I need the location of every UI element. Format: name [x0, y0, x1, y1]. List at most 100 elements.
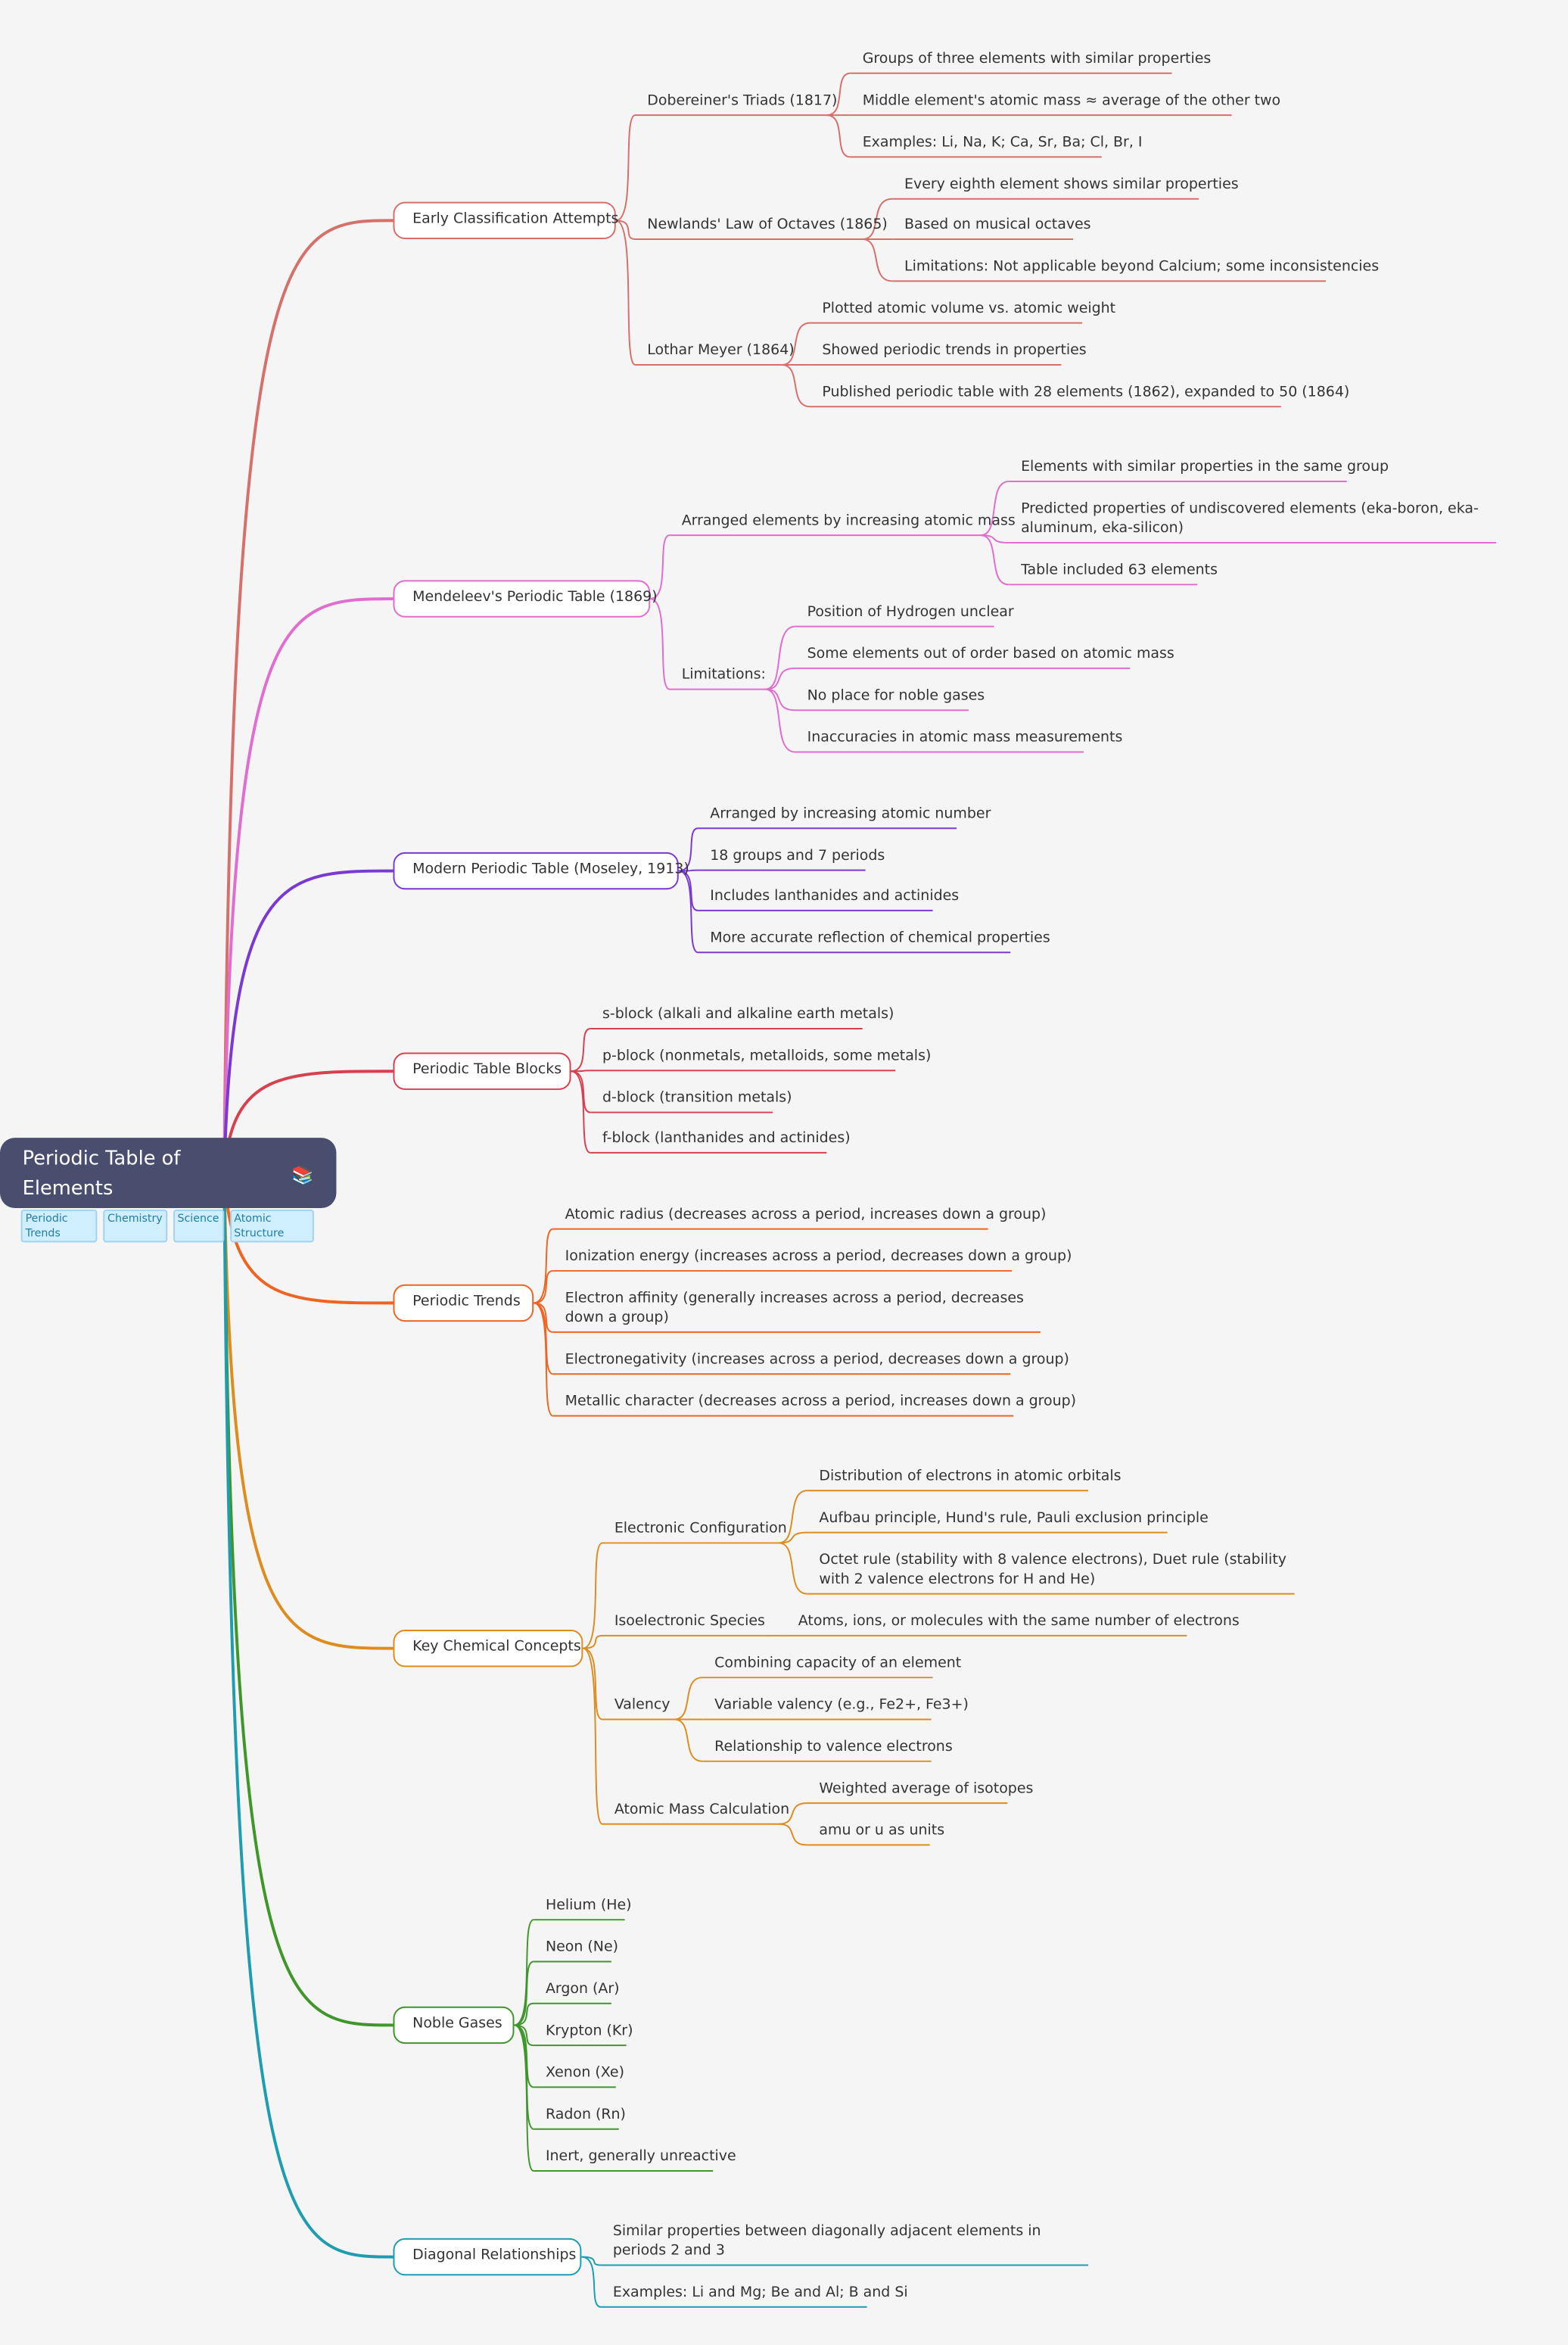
leaf-node[interactable]: Argon (Ar)	[545, 1981, 620, 1998]
leaf-node[interactable]: Atoms, ions, or molecules with the same …	[798, 1613, 1240, 1630]
root-branch-connector	[222, 1173, 394, 2259]
leaf-node[interactable]: Electronegativity (increases across a pe…	[565, 1351, 1069, 1369]
tag-science[interactable]: Science	[173, 1209, 224, 1243]
leaf-node[interactable]: 18 groups and 7 periods	[710, 847, 885, 864]
child-connector	[862, 198, 893, 241]
topic-isoelectronic-species[interactable]: Isoelectronic Species	[614, 1613, 765, 1630]
leaf-node[interactable]: Predicted properties of undiscovered ele…	[1021, 500, 1479, 537]
child-connector	[649, 598, 670, 690]
leaf-node[interactable]: Every eighth element shows similar prope…	[904, 176, 1239, 193]
branch-periodic-trends[interactable]: Periodic Trends	[393, 1284, 534, 1322]
leaf-node[interactable]: Based on musical octaves	[904, 216, 1091, 234]
topic-mendeleev-limitations[interactable]: Limitations:	[681, 666, 766, 684]
child-connector	[862, 238, 893, 282]
child-connector	[674, 1677, 703, 1721]
leaf-node[interactable]: s-block (alkali and alkaline earth metal…	[602, 1006, 894, 1023]
leaf-node[interactable]: f-block (lanthanides and actinides)	[602, 1130, 851, 1147]
child-connector	[765, 688, 795, 753]
root-tags: Periodic Trends Chemistry Science Atomic…	[20, 1209, 314, 1243]
child-connector	[583, 1634, 603, 1649]
child-connector	[581, 2256, 602, 2308]
child-connector	[533, 1302, 554, 1417]
leaf-node[interactable]: Aufbau principle, Hund's rule, Pauli exc…	[819, 1509, 1209, 1527]
leaf-node[interactable]: Arranged by increasing atomic number	[710, 805, 991, 823]
leaf-node[interactable]: Krypton (Kr)	[545, 2023, 633, 2040]
child-connector	[779, 1531, 807, 1544]
leaf-node[interactable]: Some elements out of order based on atom…	[807, 646, 1174, 663]
tag-periodic-trends[interactable]: Periodic Trends	[20, 1209, 98, 1243]
child-connector	[533, 1228, 554, 1304]
leaf-node[interactable]: Inert, generally unreactive	[545, 2148, 736, 2166]
leaf-node[interactable]: Electron affinity (generally increases a…	[565, 1290, 1024, 1327]
leaf-node[interactable]: Distribution of electrons in atomic orbi…	[819, 1468, 1122, 1485]
branch-diagonal-relationships[interactable]: Diagonal Relationships	[393, 2238, 582, 2276]
branch-noble-gases[interactable]: Noble Gases	[393, 2006, 515, 2044]
topic-mendeleev-arranged[interactable]: Arranged elements by increasing atomic m…	[681, 512, 1016, 530]
branch-key-chemical-concepts[interactable]: Key Chemical Concepts	[393, 1629, 583, 1668]
leaf-node[interactable]: Groups of three elements with similar pr…	[862, 51, 1212, 67]
leaf-node[interactable]: Position of Hydrogen unclear	[807, 603, 1014, 621]
branch-periodic-table-blocks[interactable]: Periodic Table Blocks	[393, 1052, 571, 1090]
topic-dobereiner[interactable]: Dobereiner's Triads (1817)	[647, 92, 838, 110]
root-branch-connector	[222, 219, 394, 1174]
leaf-node[interactable]: Ionization energy (increases across a pe…	[565, 1248, 1072, 1266]
child-connector	[581, 2256, 602, 2266]
leaf-node[interactable]: No place for noble gases	[807, 687, 985, 705]
child-connector	[650, 534, 670, 600]
leaf-node[interactable]: Radon (Rn)	[545, 2107, 626, 2123]
child-connector	[980, 534, 1010, 543]
child-connector	[781, 363, 810, 408]
leaf-node[interactable]: Elements with similar properties in the …	[1021, 459, 1389, 476]
topic-newlands[interactable]: Newlands' Law of Octaves (1865)	[647, 216, 888, 234]
leaf-node[interactable]: Octet rule (stability with 8 valence ele…	[819, 1552, 1286, 1588]
child-connector	[678, 827, 698, 872]
leaf-node[interactable]: Relationship to valence electrons	[714, 1739, 953, 1755]
root-node[interactable]: Periodic Table of Elements 📚 Periodic Tr…	[0, 1138, 337, 1243]
leaf-node[interactable]: d-block (transition metals)	[602, 1089, 792, 1107]
leaf-node[interactable]: amu or u as units	[819, 1822, 945, 1839]
leaf-node[interactable]: Metallic character (decreases across a p…	[565, 1393, 1077, 1410]
leaf-node[interactable]: Table included 63 elements	[1021, 562, 1218, 579]
leaf-node[interactable]: Limitations: Not applicable beyond Calci…	[904, 258, 1380, 276]
leaf-node[interactable]: Examples: Li and Mg; Be and Al; B and Si	[612, 2284, 908, 2301]
leaf-node[interactable]: Examples: Li, Na, K; Ca, Sr, Ba; Cl, Br,…	[862, 134, 1143, 151]
leaf-node[interactable]: Weighted average of isotopes	[819, 1780, 1034, 1798]
child-connector	[514, 2002, 534, 2026]
child-connector	[980, 481, 1010, 537]
child-connector	[514, 1919, 534, 2026]
topic-electronic-configuration[interactable]: Electronic Configuration	[614, 1520, 787, 1537]
child-connector	[615, 114, 636, 222]
branch-modern-periodic-table[interactable]: Modern Periodic Table (Moseley, 1913)	[393, 852, 689, 890]
child-connector	[765, 625, 795, 690]
branch-mendeleev[interactable]: Mendeleev's Periodic Table (1869)	[393, 580, 658, 618]
leaf-node[interactable]: Plotted atomic volume vs. atomic weight	[822, 301, 1116, 317]
tag-atomic-structure[interactable]: Atomic Structure	[229, 1209, 314, 1243]
root-title: Periodic Table of Elements	[22, 1148, 181, 1201]
leaf-node[interactable]: Includes lanthanides and actinides	[710, 888, 960, 905]
leaf-node[interactable]: Middle element's atomic mass ≈ average o…	[862, 92, 1281, 110]
leaf-node[interactable]: Neon (Ne)	[545, 1939, 619, 1956]
child-connector	[678, 870, 698, 954]
topic-atomic-mass-calculation[interactable]: Atomic Mass Calculation	[614, 1802, 790, 1818]
child-connector	[571, 1070, 591, 1073]
leaf-node[interactable]: More accurate reflection of chemical pro…	[710, 930, 1050, 947]
leaf-node[interactable]: Combining capacity of an element	[714, 1655, 962, 1672]
leaf-node[interactable]: Variable valency (e.g., Fe2+, Fe3+)	[714, 1696, 969, 1714]
tag-chemistry[interactable]: Chemistry	[103, 1209, 167, 1243]
child-connector	[583, 1647, 603, 1721]
leaf-node[interactable]: Helium (He)	[545, 1897, 632, 1914]
child-connector	[514, 2024, 534, 2088]
leaf-node[interactable]: Xenon (Xe)	[545, 2064, 624, 2082]
leaf-node[interactable]: Showed periodic trends in properties	[822, 342, 1087, 360]
child-connector	[615, 220, 636, 366]
leaf-node[interactable]: Similar properties between diagonally ad…	[612, 2223, 1041, 2259]
child-connector	[826, 114, 851, 158]
topic-valency[interactable]: Valency	[614, 1696, 670, 1714]
leaf-node[interactable]: Published periodic table with 28 element…	[822, 384, 1350, 401]
branch-early-classification[interactable]: Early Classification Attempts	[393, 201, 618, 240]
root-branch-connector	[222, 869, 394, 1174]
leaf-node[interactable]: Inaccuracies in atomic mass measurements	[807, 729, 1123, 746]
leaf-node[interactable]: p-block (nonmetals, metalloids, some met…	[602, 1048, 932, 1065]
leaf-node[interactable]: Atomic radius (decreases across a period…	[565, 1207, 1047, 1223]
topic-lothar-meyer[interactable]: Lothar Meyer (1864)	[647, 342, 795, 360]
